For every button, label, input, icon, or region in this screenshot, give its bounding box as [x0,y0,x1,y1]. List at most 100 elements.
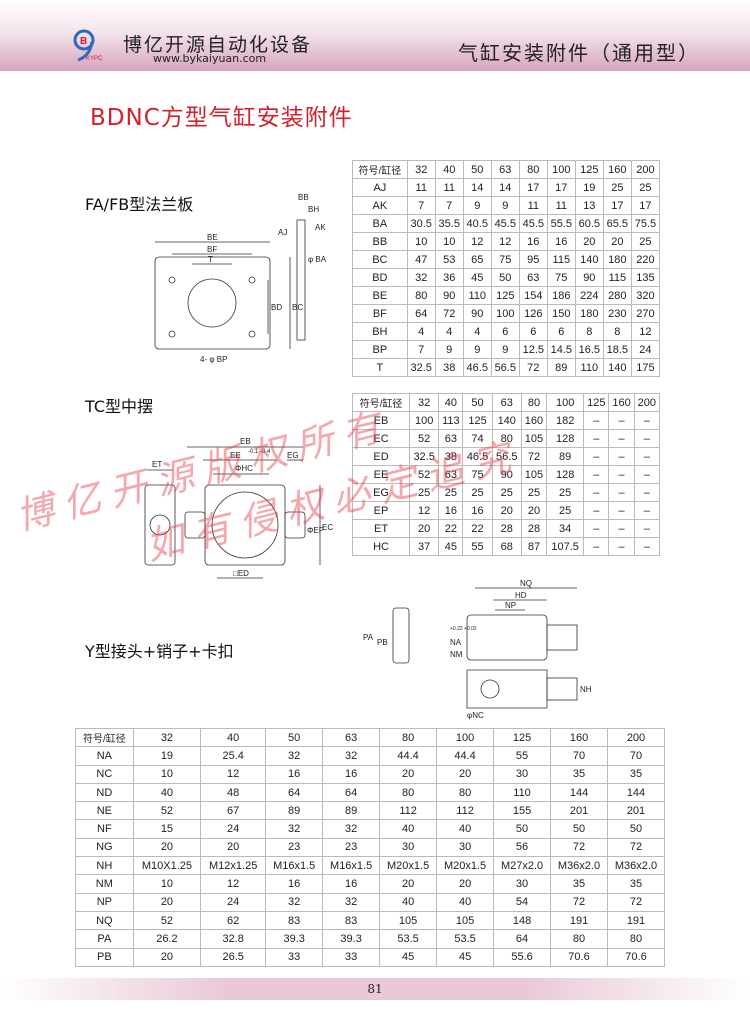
table-cell: 135 [630,268,661,287]
row-label: ND [75,782,134,803]
table-cell: 9 [490,196,520,215]
svg-text:HD: HD [515,591,527,600]
svg-text:ΦEP: ΦEP [307,526,324,535]
row-label: NM [75,874,134,894]
table-cell: 32 [265,892,324,912]
svg-text:BF: BF [207,245,217,254]
table-cell: 270 [630,304,661,323]
table-cell: 128 [546,465,585,484]
table-cell: 20 [574,232,604,251]
table-cell: 40 [436,819,495,839]
table-cell: 50 [493,819,552,839]
table-cell: 30 [493,874,552,894]
table-cell: 16 [462,501,493,520]
table-cell: – [633,483,661,502]
flange-plate-drawing: BE BF T BD BC 4- φ BP AJ AK BB BH φ BA [154,193,327,364]
table-cell: – [633,519,661,538]
table-cell: 7 [406,340,436,359]
table-cell: 148 [493,910,552,931]
table-cell: 25 [520,483,548,502]
table-cell: 80 [379,782,438,803]
table-cell: 45 [438,537,464,556]
table-cell: 30 [493,764,552,784]
table-cell: 16 [438,501,464,520]
table-cell: – [633,411,661,430]
table-cell: 80 [491,429,522,448]
table-cell: 25 [546,483,585,502]
table-cell: 11 [406,178,436,197]
column-header: 125 [583,393,610,412]
table-cell: 26.5 [200,947,267,967]
table-cell: 14 [490,178,520,197]
table-cell: 14 [462,178,492,197]
table-cell: 56.5 [491,447,522,466]
table-cell: 72 [607,837,665,858]
column-header: 100 [546,393,585,412]
table-cell: 10 [132,874,202,894]
table-cell: 8 [602,322,632,341]
table-cell: 72 [434,304,464,323]
table-cell: – [608,447,635,466]
row-label: ED [351,447,411,466]
svg-text:PA: PA [363,633,374,642]
table-cell: 20 [436,764,495,784]
table-cell: 37 [409,537,440,556]
table-cell: 180 [602,250,632,269]
table-cell: 72 [518,358,548,377]
table-cell: – [583,465,610,484]
table-cell: 34 [546,519,585,538]
table-cell: 64 [322,782,381,803]
table-cell: 55.5 [546,214,576,233]
header-section-title: 气缸安装附件（通用型） [458,41,700,65]
table-cell: 12 [200,874,267,894]
table-cell: 8 [574,322,604,341]
column-header: 32 [132,727,202,748]
table-cell: 83 [322,910,381,931]
table-cell: – [608,519,635,538]
table-cell: – [583,537,610,556]
row-label: ET [351,519,411,538]
table-cell: 126 [518,304,548,323]
table-cell: 26.2 [132,929,202,949]
table-cell: 7 [406,196,436,215]
table-cell: 14.5 [546,340,576,359]
table-cell: – [583,429,610,448]
table-cell: 72 [550,837,608,858]
table-cell: 16 [322,874,381,894]
table-cell: 44.4 [436,746,495,766]
table-cell: 144 [550,782,608,803]
table-cell: 150 [546,304,576,323]
table-cell: 53.5 [436,929,495,949]
table-cell: – [583,519,610,538]
svg-text:EB: EB [240,437,251,446]
table-cell: 50 [607,819,665,839]
table-cell: 25 [491,483,522,502]
table-cell: 25 [409,483,440,502]
table-cell: 128 [546,429,585,448]
table-cell: 56 [493,837,552,858]
table-cell: 16.5 [574,340,604,359]
column-header: 40 [434,160,464,179]
table-cell: 38 [438,447,464,466]
table-cell: 47 [406,250,436,269]
table-cell: 63 [438,465,464,484]
table-cell: 12 [490,232,520,251]
column-header: 125 [493,727,552,748]
table-cell: 40 [379,892,438,912]
table-cell: 46.5 [462,447,493,466]
column-header: 63 [491,393,522,412]
table-cell: 65.5 [602,214,632,233]
table-cell: 72 [520,447,548,466]
table-cell: 30 [436,837,495,858]
column-header: 40 [200,727,267,748]
table-cell: 75 [490,250,520,269]
table-cell: 10 [406,232,436,251]
table-cell: 12 [630,322,661,341]
table-cell: 100 [490,304,520,323]
